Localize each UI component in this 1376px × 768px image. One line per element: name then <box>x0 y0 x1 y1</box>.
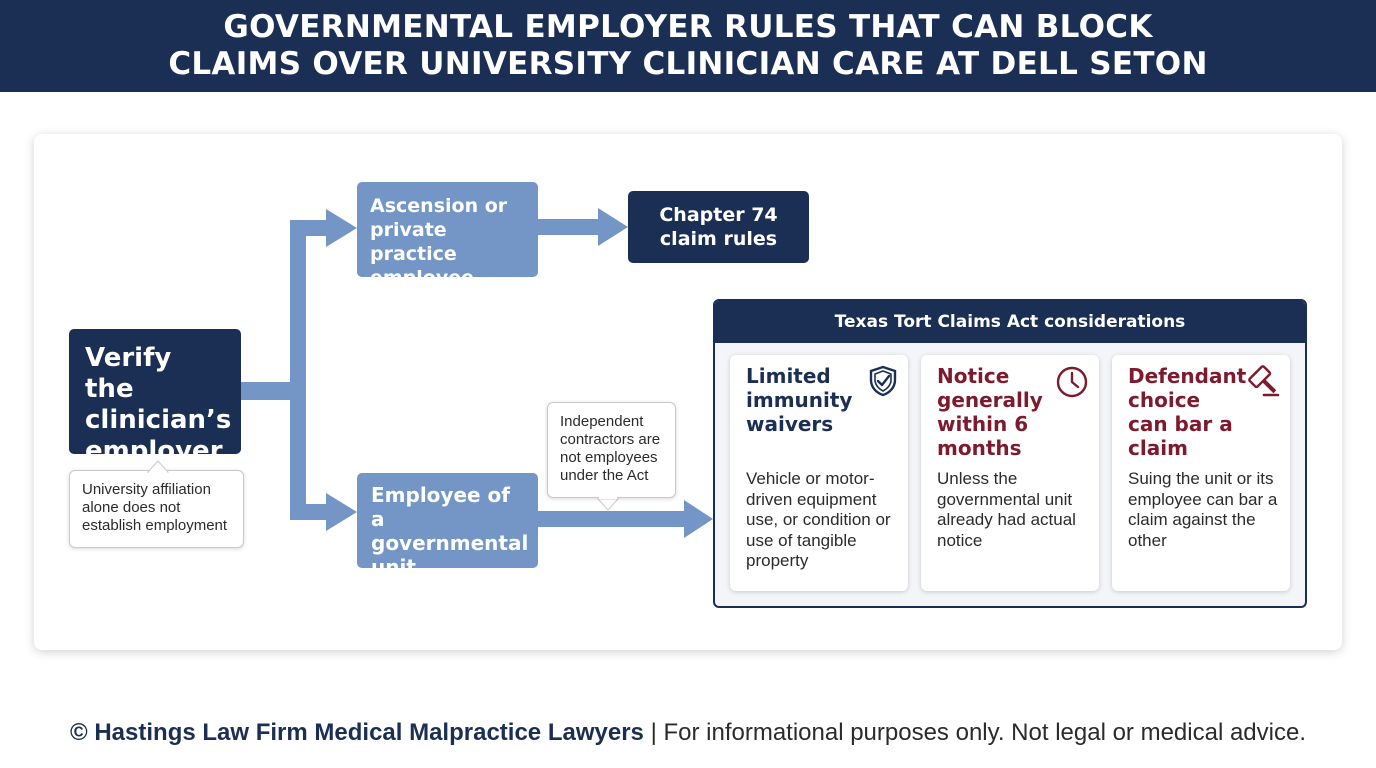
card-title: Limited immunity waivers <box>746 364 853 436</box>
arrowhead-to-government <box>326 493 357 531</box>
connector-to-government-shaft <box>290 504 330 520</box>
tca-card-notice: Notice generally within 6 months Unless … <box>921 355 1099 591</box>
card-body: Vehicle or motor-driven equipment use, o… <box>746 469 891 570</box>
chapter-74-box: Chapter 74 claim rules <box>628 191 809 263</box>
governmental-unit-employee-box: Employee of a governmental unit <box>357 473 538 579</box>
page-title-line-1: GOVERNMENTAL EMPLOYER RULES THAT CAN BLO… <box>223 9 1153 45</box>
chapter-74-label: Chapter 74 claim rules <box>659 204 778 250</box>
card-title: Defendant choice can bar a claim <box>1128 364 1247 460</box>
tca-card-immunity-waivers: Limited immunity waivers Vehicle or moto… <box>730 355 908 591</box>
callout-pointer <box>146 460 170 475</box>
card-body: Unless the governmental unit already had… <box>937 469 1076 550</box>
connector-to-tca-shaft <box>538 511 688 527</box>
connector-to-chapter74-shaft <box>538 219 600 235</box>
card-title: Notice generally within 6 months <box>937 364 1043 460</box>
connector-to-ascension-shaft <box>290 220 330 236</box>
page-header: GOVERNMENTAL EMPLOYER RULES THAT CAN BLO… <box>0 0 1376 92</box>
tca-header: Texas Tort Claims Act considerations <box>715 301 1305 343</box>
footer-firm: © Hastings Law Firm Medical Malpractice … <box>70 719 644 746</box>
ascension-private-employee-box: Ascension or private practice employee <box>357 182 538 289</box>
verify-employer-box: Verify the clinician’s employer <box>69 329 241 466</box>
connector-branch-vertical <box>290 220 306 520</box>
footer-credit: © Hastings Law Firm Medical Malpractice … <box>0 719 1376 747</box>
connector-verify-to-branch <box>240 382 302 400</box>
clock-icon <box>1056 366 1088 398</box>
card-body: Suing the unit or its employee can bar a… <box>1128 469 1278 550</box>
callout-pointer <box>596 495 620 511</box>
university-affiliation-text: University affiliation alone does not es… <box>82 481 228 534</box>
arrowhead-to-tca <box>684 500 713 538</box>
footer-disclaimer: | For informational purposes only. Not l… <box>650 719 1306 746</box>
university-affiliation-note: University affiliation alone does not es… <box>69 460 244 548</box>
tca-card-defendant-choice: Defendant choice can bar a claim Suing t… <box>1112 355 1290 591</box>
gavel-icon <box>1248 365 1280 397</box>
arrowhead-to-chapter74 <box>598 208 628 246</box>
independent-contractor-note: Independent contractors are not employee… <box>547 402 676 511</box>
shield-check-icon <box>869 365 897 397</box>
tort-claims-act-panel: Texas Tort Claims Act considerations Lim… <box>713 299 1307 608</box>
page-title-line-2: CLAIMS OVER UNIVERSITY CLINICIAN CARE AT… <box>168 46 1208 82</box>
arrowhead-to-ascension <box>326 209 357 247</box>
independent-contractor-text: Independent contractors are not employee… <box>560 413 661 484</box>
